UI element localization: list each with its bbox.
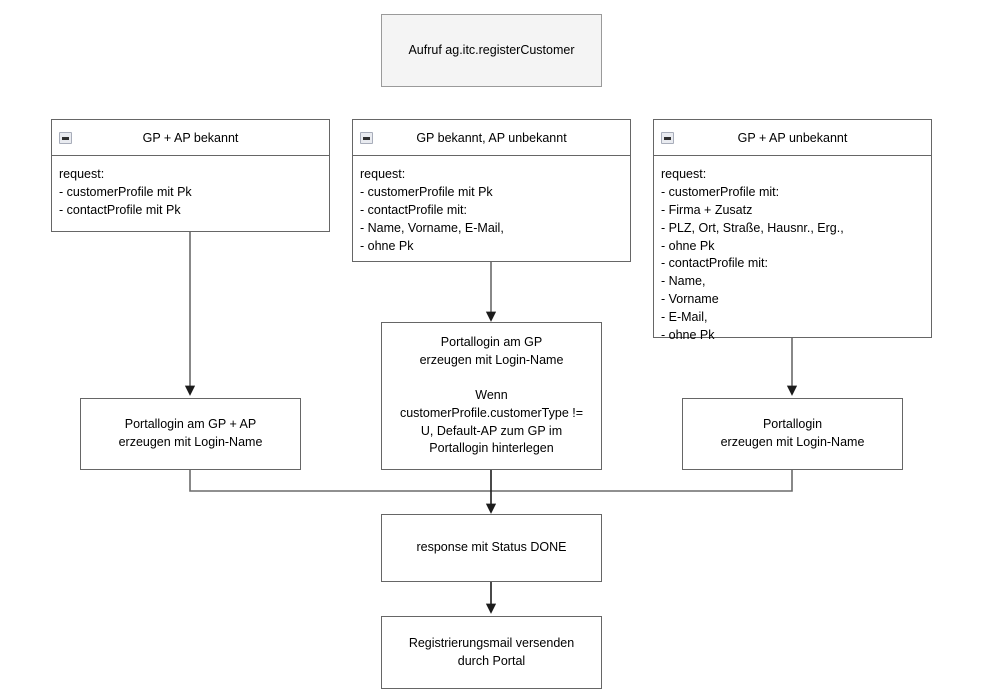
connector-action3-to-rail: [491, 470, 793, 492]
node-response-done[interactable]: response mit Status DONE: [381, 514, 602, 582]
node-case-gp-bekannt-ap-unbekannt-title: GP bekannt, AP unbekannt: [416, 131, 567, 145]
node-case-gp-ap-bekannt-title: GP + AP bekannt: [142, 131, 239, 145]
node-case-gp-ap-unbekannt-title: GP + AP unbekannt: [737, 131, 848, 145]
node-action-portallogin[interactable]: Portallogin erzeugen mit Login-Name: [682, 398, 903, 470]
node-action-portallogin-gp[interactable]: Portallogin am GP erzeugen mit Login-Nam…: [381, 322, 602, 470]
node-registration-mail[interactable]: Registrierungsmail versenden durch Porta…: [381, 616, 602, 689]
node-case-gp-ap-bekannt-header: GP + AP bekannt: [52, 120, 329, 156]
node-case-gp-ap-unbekannt[interactable]: GP + AP unbekannt request: - customerPro…: [653, 119, 932, 342]
node-registration-mail-label: Registrierungsmail versenden durch Porta…: [408, 635, 575, 668]
collapse-minus-icon[interactable]: [661, 131, 674, 144]
node-case-gp-ap-unbekannt-header: GP + AP unbekannt: [654, 120, 931, 156]
node-action-portallogin-gp-ap[interactable]: Portallogin am GP + AP erzeugen mit Logi…: [80, 398, 301, 470]
connector-action1-to-rail: [189, 470, 491, 492]
node-action-portallogin-gp-ap-label: Portallogin am GP + AP erzeugen mit Logi…: [118, 417, 263, 449]
collapse-minus-icon[interactable]: [360, 131, 373, 144]
node-start-call[interactable]: Aufruf ag.itc.registerCustomer: [381, 14, 602, 87]
node-case-gp-bekannt-ap-unbekannt[interactable]: GP bekannt, AP unbekannt request: - cust…: [352, 119, 631, 262]
node-case-gp-ap-bekannt[interactable]: GP + AP bekannt request: - customerProfi…: [51, 119, 330, 232]
node-case-gp-bekannt-ap-unbekannt-header: GP bekannt, AP unbekannt: [353, 120, 630, 156]
node-case-gp-ap-bekannt-body: request: - customerProfile mit Pk - cont…: [59, 167, 192, 217]
node-start-call-label: Aufruf ag.itc.registerCustomer: [408, 42, 575, 57]
node-response-done-label: response mit Status DONE: [416, 540, 567, 555]
collapse-minus-icon[interactable]: [59, 131, 72, 144]
node-case-gp-bekannt-ap-unbekannt-body: request: - customerProfile mit Pk - cont…: [360, 167, 504, 253]
node-action-portallogin-gp-label: Portallogin am GP erzeugen mit Login-Nam…: [399, 334, 584, 456]
node-case-gp-ap-unbekannt-body: request: - customerProfile mit: - Firma …: [661, 167, 844, 342]
node-action-portallogin-label: Portallogin erzeugen mit Login-Name: [720, 417, 865, 449]
